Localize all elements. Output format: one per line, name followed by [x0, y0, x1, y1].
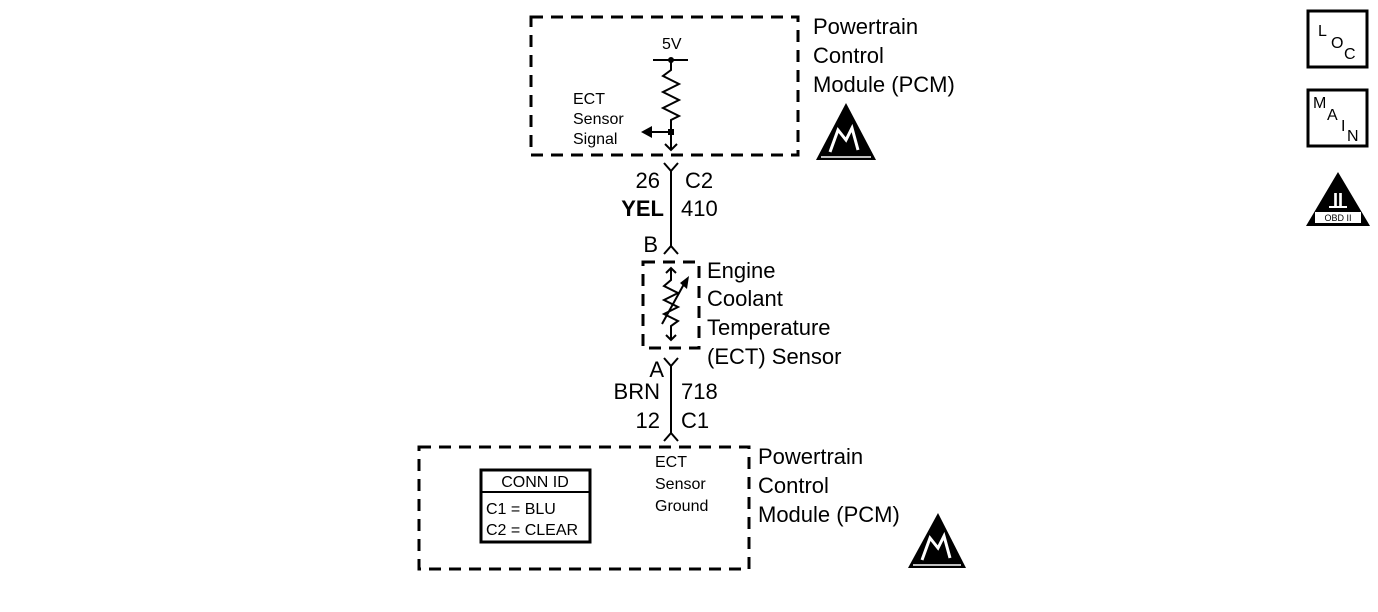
- main-icon[interactable]: M A I N: [1306, 88, 1369, 148]
- pcm-bottom-boundary: [417, 445, 751, 571]
- pcm-bottom-title-2: Control: [758, 473, 829, 498]
- esd-warning-icon: [816, 103, 876, 160]
- conn-id-row-2: C2 = CLEAR: [486, 522, 578, 539]
- conn-id-header: CONN ID: [501, 474, 569, 491]
- sensor-title-2: Coolant: [707, 286, 783, 311]
- signal-label-3: Signal: [573, 131, 617, 148]
- voltage-label: 5V: [662, 36, 682, 53]
- svg-text:O: O: [1331, 35, 1343, 52]
- wire-color-brn: BRN: [614, 379, 660, 404]
- conn-id-table: CONN ID C1 = BLU C2 = CLEAR: [479, 468, 592, 544]
- sensor-title-3: Temperature: [707, 315, 831, 340]
- circuit-718-label: 718: [681, 379, 718, 404]
- connector-c2-symbol: [663, 162, 679, 173]
- sensor-pin-b-symbol: [663, 244, 679, 255]
- ground-label-2: Sensor: [655, 476, 706, 493]
- pin-26-label: 26: [636, 168, 660, 193]
- connector-c2-label: C2: [685, 168, 713, 193]
- connector-c1-label: C1: [681, 408, 709, 433]
- pin-a-label: A: [649, 357, 664, 382]
- connector-c1-symbol: [663, 431, 679, 442]
- svg-text:C: C: [1344, 46, 1356, 63]
- pcm-top-title-1: Powertrain: [813, 14, 918, 39]
- ground-label-1: ECT: [655, 454, 687, 471]
- loc-icon[interactable]: L O C: [1306, 9, 1369, 69]
- pullup-resistor: [660, 60, 682, 150]
- pcm-bottom-title-1: Powertrain: [758, 444, 863, 469]
- ground-label-3: Ground: [655, 498, 708, 515]
- pin-12-label: 12: [636, 408, 660, 433]
- conn-id-row-1: C1 = BLU: [486, 501, 556, 518]
- signal-label-2: Sensor: [573, 111, 624, 128]
- svg-text:A: A: [1327, 107, 1338, 124]
- signal-arrow-icon: [641, 126, 652, 138]
- pin-b-label: B: [643, 232, 658, 257]
- wire-color-yel: YEL: [621, 196, 664, 221]
- pcm-top-boundary: [529, 15, 800, 157]
- svg-text:II: II: [1333, 190, 1343, 210]
- pcm-bottom-title-3: Module (PCM): [758, 502, 900, 527]
- svg-text:OBD II: OBD II: [1324, 213, 1351, 223]
- svg-text:M: M: [1313, 95, 1326, 112]
- sensor-title-4: (ECT) Sensor: [707, 344, 841, 369]
- thermistor-symbol: [661, 266, 689, 342]
- svg-text:I: I: [1341, 118, 1345, 135]
- svg-text:L: L: [1318, 23, 1327, 40]
- pcm-top-title-2: Control: [813, 43, 884, 68]
- signal-label-1: ECT: [573, 91, 605, 108]
- ect-sensor-boundary: [641, 260, 701, 350]
- esd-warning-icon: [908, 513, 966, 568]
- sensor-title-1: Engine: [707, 258, 776, 283]
- pcm-top-title-3: Module (PCM): [813, 72, 955, 97]
- obd-ii-icon[interactable]: II OBD II: [1306, 172, 1370, 226]
- sensor-pin-a-symbol: [663, 357, 679, 368]
- circuit-410-label: 410: [681, 196, 718, 221]
- svg-text:N: N: [1347, 128, 1359, 145]
